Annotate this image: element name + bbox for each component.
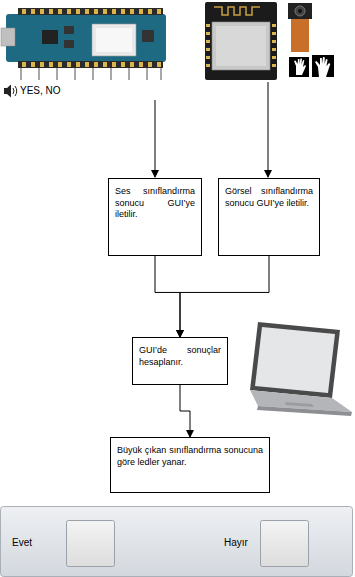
process-box: Büyük çıkan sınıflandırma sonucuna göre … <box>110 437 270 493</box>
flow-arrow <box>180 385 190 437</box>
speaker-icon <box>4 85 17 98</box>
gui-panel <box>1 507 353 577</box>
input-arrow <box>155 100 156 177</box>
button-label: Hayır <box>224 537 248 548</box>
process-box: GUI’de sonuçlar hesaplanır. <box>132 337 228 385</box>
hayir-button <box>261 521 309 567</box>
audio-label: YES, NO <box>20 85 61 96</box>
box-text: Görsel sınıflandırma sonucu GUI’ye ileti… <box>225 186 313 209</box>
process-box: Ses sınıflandırma sonucu GUI’ye iletilir… <box>108 178 202 256</box>
flow-arrow <box>155 256 180 337</box>
process-box: Görsel sınıflandırma sonucu GUI’ye ileti… <box>218 178 320 256</box>
laptop-icon <box>250 322 352 416</box>
box-text: Büyük çıkan sınıflandırma sonucuna göre … <box>117 445 263 468</box>
camera-module <box>288 3 312 52</box>
box-text: Ses sınıflandırma sonucu GUI’ye iletilir… <box>115 186 195 221</box>
input-arrow <box>268 82 269 177</box>
box-text: GUI’de sonuçlar hesaplanır. <box>139 345 221 368</box>
hand-images <box>289 55 334 77</box>
button-label: Evet <box>12 537 32 548</box>
evet-button <box>67 521 115 567</box>
esp32-cam-board <box>205 2 277 80</box>
arduino-board <box>1 8 166 80</box>
flow-arrow <box>180 256 269 337</box>
